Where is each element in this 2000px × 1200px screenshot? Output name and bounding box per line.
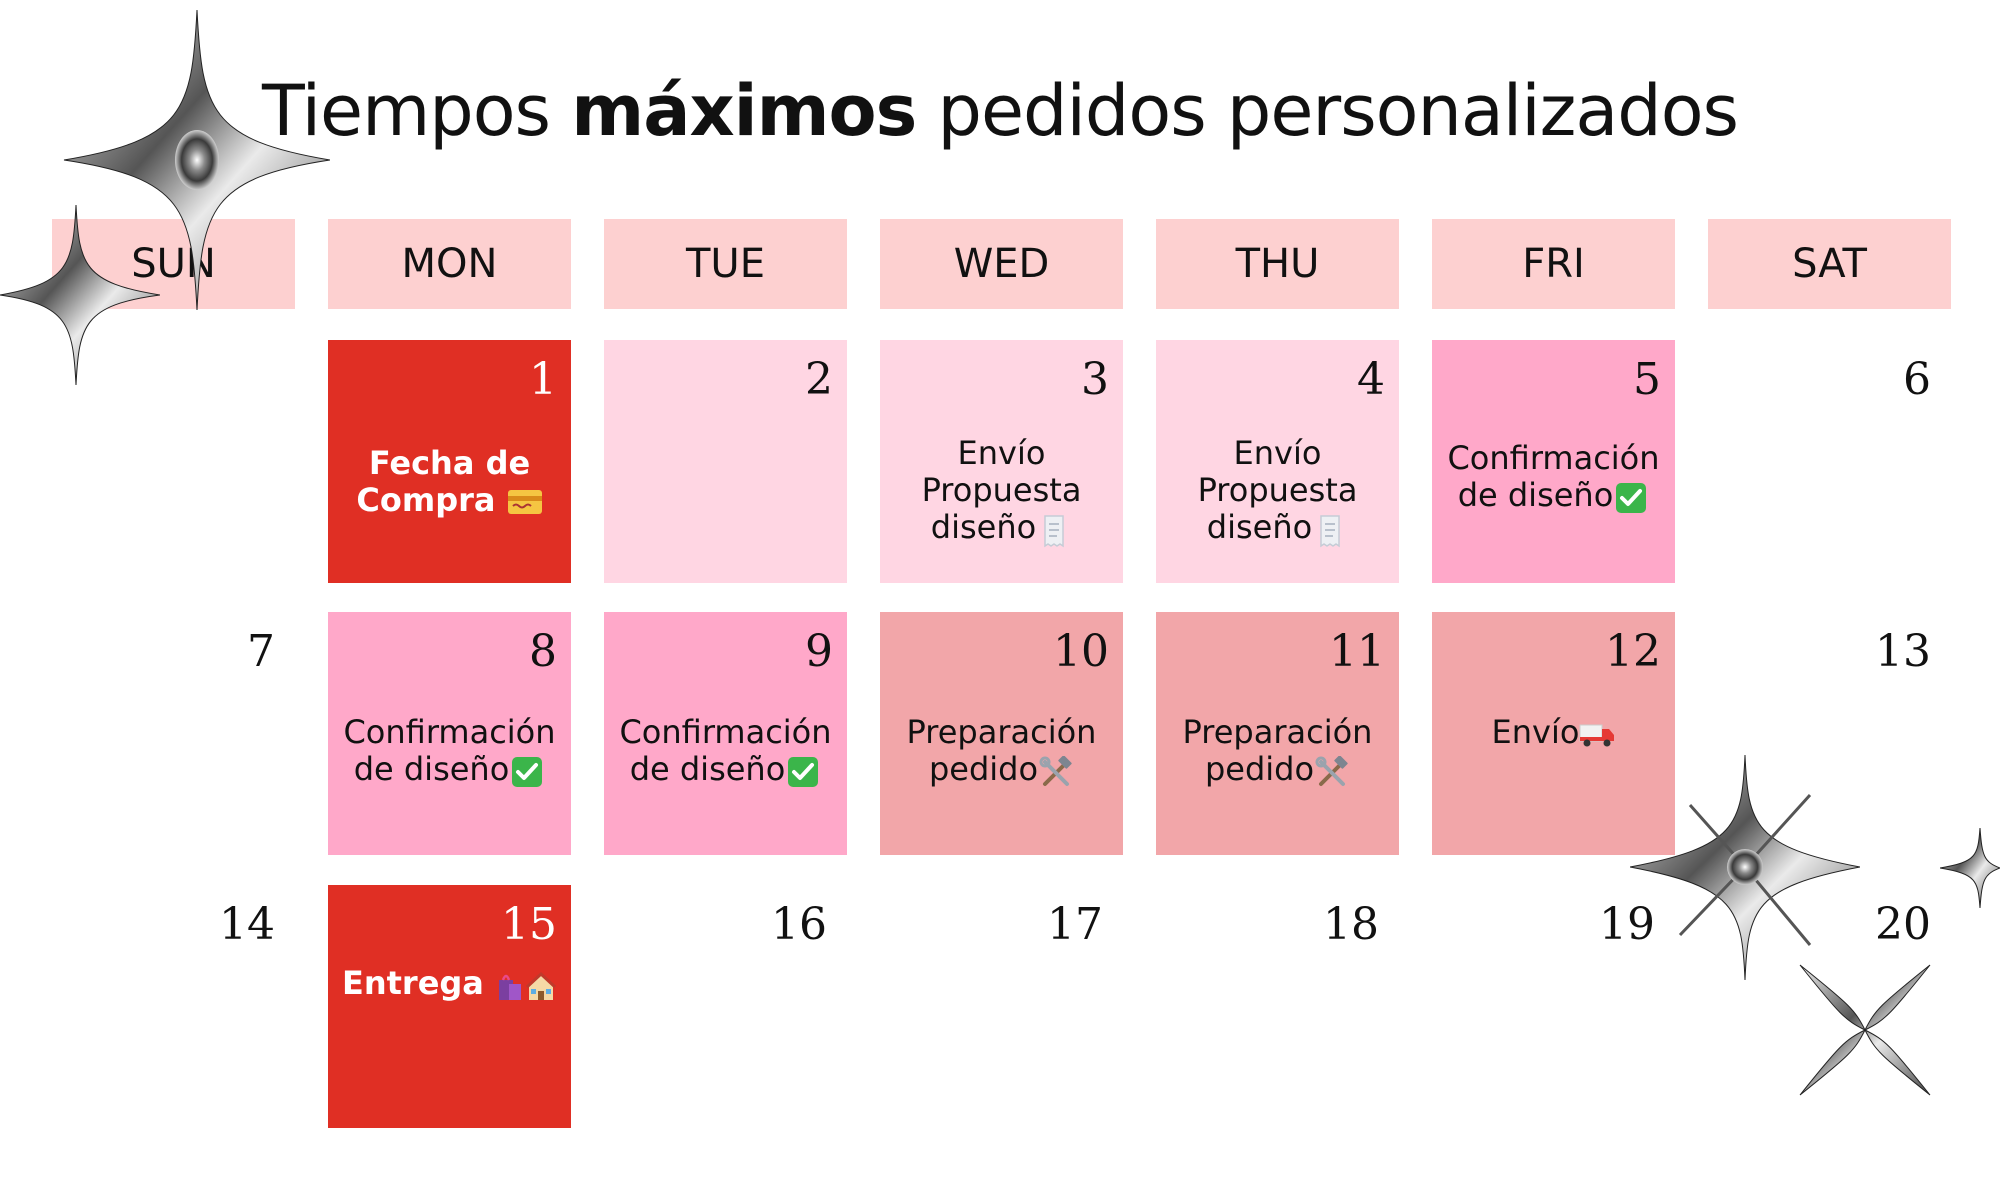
event-text: Envío — [1233, 434, 1322, 472]
day-number: 10 — [1053, 626, 1109, 677]
sparkle-icon — [0, 205, 160, 385]
day-cell-13: 13 — [1708, 612, 1951, 855]
event-text: Envío — [957, 434, 1046, 472]
header-tue: TUE — [604, 219, 847, 309]
check-mark-icon — [785, 756, 821, 787]
header-sat: SAT — [1708, 219, 1951, 309]
event-text: Fecha de — [368, 444, 531, 482]
day-cell-6: 6 — [1708, 340, 1951, 583]
day-event: Confirmación de diseño — [1432, 425, 1675, 528]
day-number: 1 — [529, 354, 557, 405]
day-cell-20: 20 — [1708, 885, 1951, 1128]
event-text: de diseño — [1457, 475, 1614, 514]
day-cell-12: 12 Envío — [1432, 612, 1675, 855]
day-number: 8 — [529, 626, 557, 677]
day-number: 14 — [219, 899, 275, 950]
day-number: 7 — [247, 626, 275, 677]
day-number: 2 — [805, 354, 833, 405]
event-text: Confirmación — [619, 713, 832, 751]
header-fri: FRI — [1432, 219, 1675, 309]
sparkle-icon — [63, 10, 330, 310]
day-cell-1: 1 Fecha de Compra — [328, 340, 571, 583]
day-cell-16: 16 — [604, 885, 847, 1128]
day-event: Fecha de Compra — [328, 445, 571, 573]
day-number: 16 — [771, 899, 827, 950]
sparkle-icon — [1799, 964, 1931, 1096]
day-number: 5 — [1633, 354, 1661, 405]
day-number: 12 — [1605, 626, 1661, 677]
header-mon: MON — [328, 219, 571, 309]
day-cell-3: 3 Envío Propuesta diseño — [880, 340, 1123, 583]
day-number: 9 — [805, 626, 833, 677]
event-text: Compra — [356, 481, 496, 519]
event-text: pedido — [1204, 750, 1315, 788]
event-text: Preparación — [906, 713, 1097, 751]
receipt-icon — [1036, 514, 1072, 548]
day-event: Entrega — [328, 965, 571, 1118]
day-number: 4 — [1357, 354, 1385, 405]
day-cell-15: 15 Entrega — [328, 885, 571, 1128]
header-thu: THU — [1156, 219, 1399, 309]
event-text: Entrega — [341, 964, 484, 1002]
event-text: Confirmación — [1447, 438, 1660, 477]
receipt-icon — [1312, 514, 1348, 548]
day-cell-8: 8 Confirmación de diseño — [328, 612, 571, 855]
day-cell-11: 11 Preparación pedido — [1156, 612, 1399, 855]
hammer-wrench-icon — [1314, 755, 1350, 786]
event-text: Propuesta — [1197, 471, 1358, 509]
hammer-wrench-icon — [1038, 755, 1074, 786]
truck-icon — [1579, 719, 1615, 749]
day-cell-14: 14 — [52, 885, 295, 1128]
event-text: diseño — [1206, 508, 1313, 546]
event-text: Confirmación — [343, 713, 556, 751]
check-mark-icon — [1613, 482, 1649, 513]
day-cell-10: 10 Preparación pedido — [880, 612, 1123, 855]
day-number: 11 — [1329, 626, 1385, 677]
day-cell-18: 18 — [1156, 885, 1399, 1128]
title-part2: pedidos personalizados — [916, 70, 1739, 152]
sparkle-icon — [1940, 828, 2000, 908]
day-number: 15 — [501, 899, 557, 950]
event-text: Propuesta — [921, 471, 1082, 509]
title-part1: Tiempos — [261, 70, 572, 152]
day-number: 17 — [1047, 899, 1103, 950]
day-cell-17: 17 — [880, 885, 1123, 1128]
day-event: Preparación pedido — [1156, 714, 1399, 845]
day-cell-4: 4 Envío Propuesta diseño — [1156, 340, 1399, 583]
event-text: Preparación — [1182, 713, 1373, 751]
day-cell-7: 7 — [52, 612, 295, 855]
day-event: Envío — [1432, 714, 1675, 845]
credit-card-icon — [507, 487, 543, 517]
day-number: 6 — [1903, 354, 1931, 405]
day-event: Confirmación de diseño — [328, 714, 571, 845]
title-bold: máximos — [571, 70, 917, 152]
sparkle-icon — [1630, 755, 1860, 980]
shopping-bags-house-icon — [495, 970, 557, 1000]
event-text: Envío — [1491, 713, 1580, 751]
page-title: Tiempos máximos pedidos personalizados — [0, 70, 2000, 152]
day-number: 20 — [1875, 899, 1931, 950]
day-number: 19 — [1599, 899, 1655, 950]
header-wed: WED — [880, 219, 1123, 309]
event-text: de diseño — [629, 750, 786, 788]
day-number: 13 — [1875, 626, 1931, 677]
day-event: Envío Propuesta diseño — [880, 435, 1123, 573]
check-mark-icon — [509, 756, 545, 787]
day-number: 3 — [1081, 354, 1109, 405]
day-cell-9: 9 Confirmación de diseño — [604, 612, 847, 855]
day-event: Confirmación de diseño — [604, 714, 847, 845]
day-cell-5: 5 Confirmación de diseño — [1432, 340, 1675, 583]
day-number: 18 — [1323, 899, 1379, 950]
day-event: Preparación pedido — [880, 714, 1123, 845]
event-text: de diseño — [353, 750, 510, 788]
day-cell-19: 19 — [1432, 885, 1675, 1128]
event-text: diseño — [930, 508, 1037, 546]
day-cell-2: 2 — [604, 340, 847, 583]
event-text: pedido — [928, 750, 1039, 788]
day-event: Envío Propuesta diseño — [1156, 435, 1399, 573]
